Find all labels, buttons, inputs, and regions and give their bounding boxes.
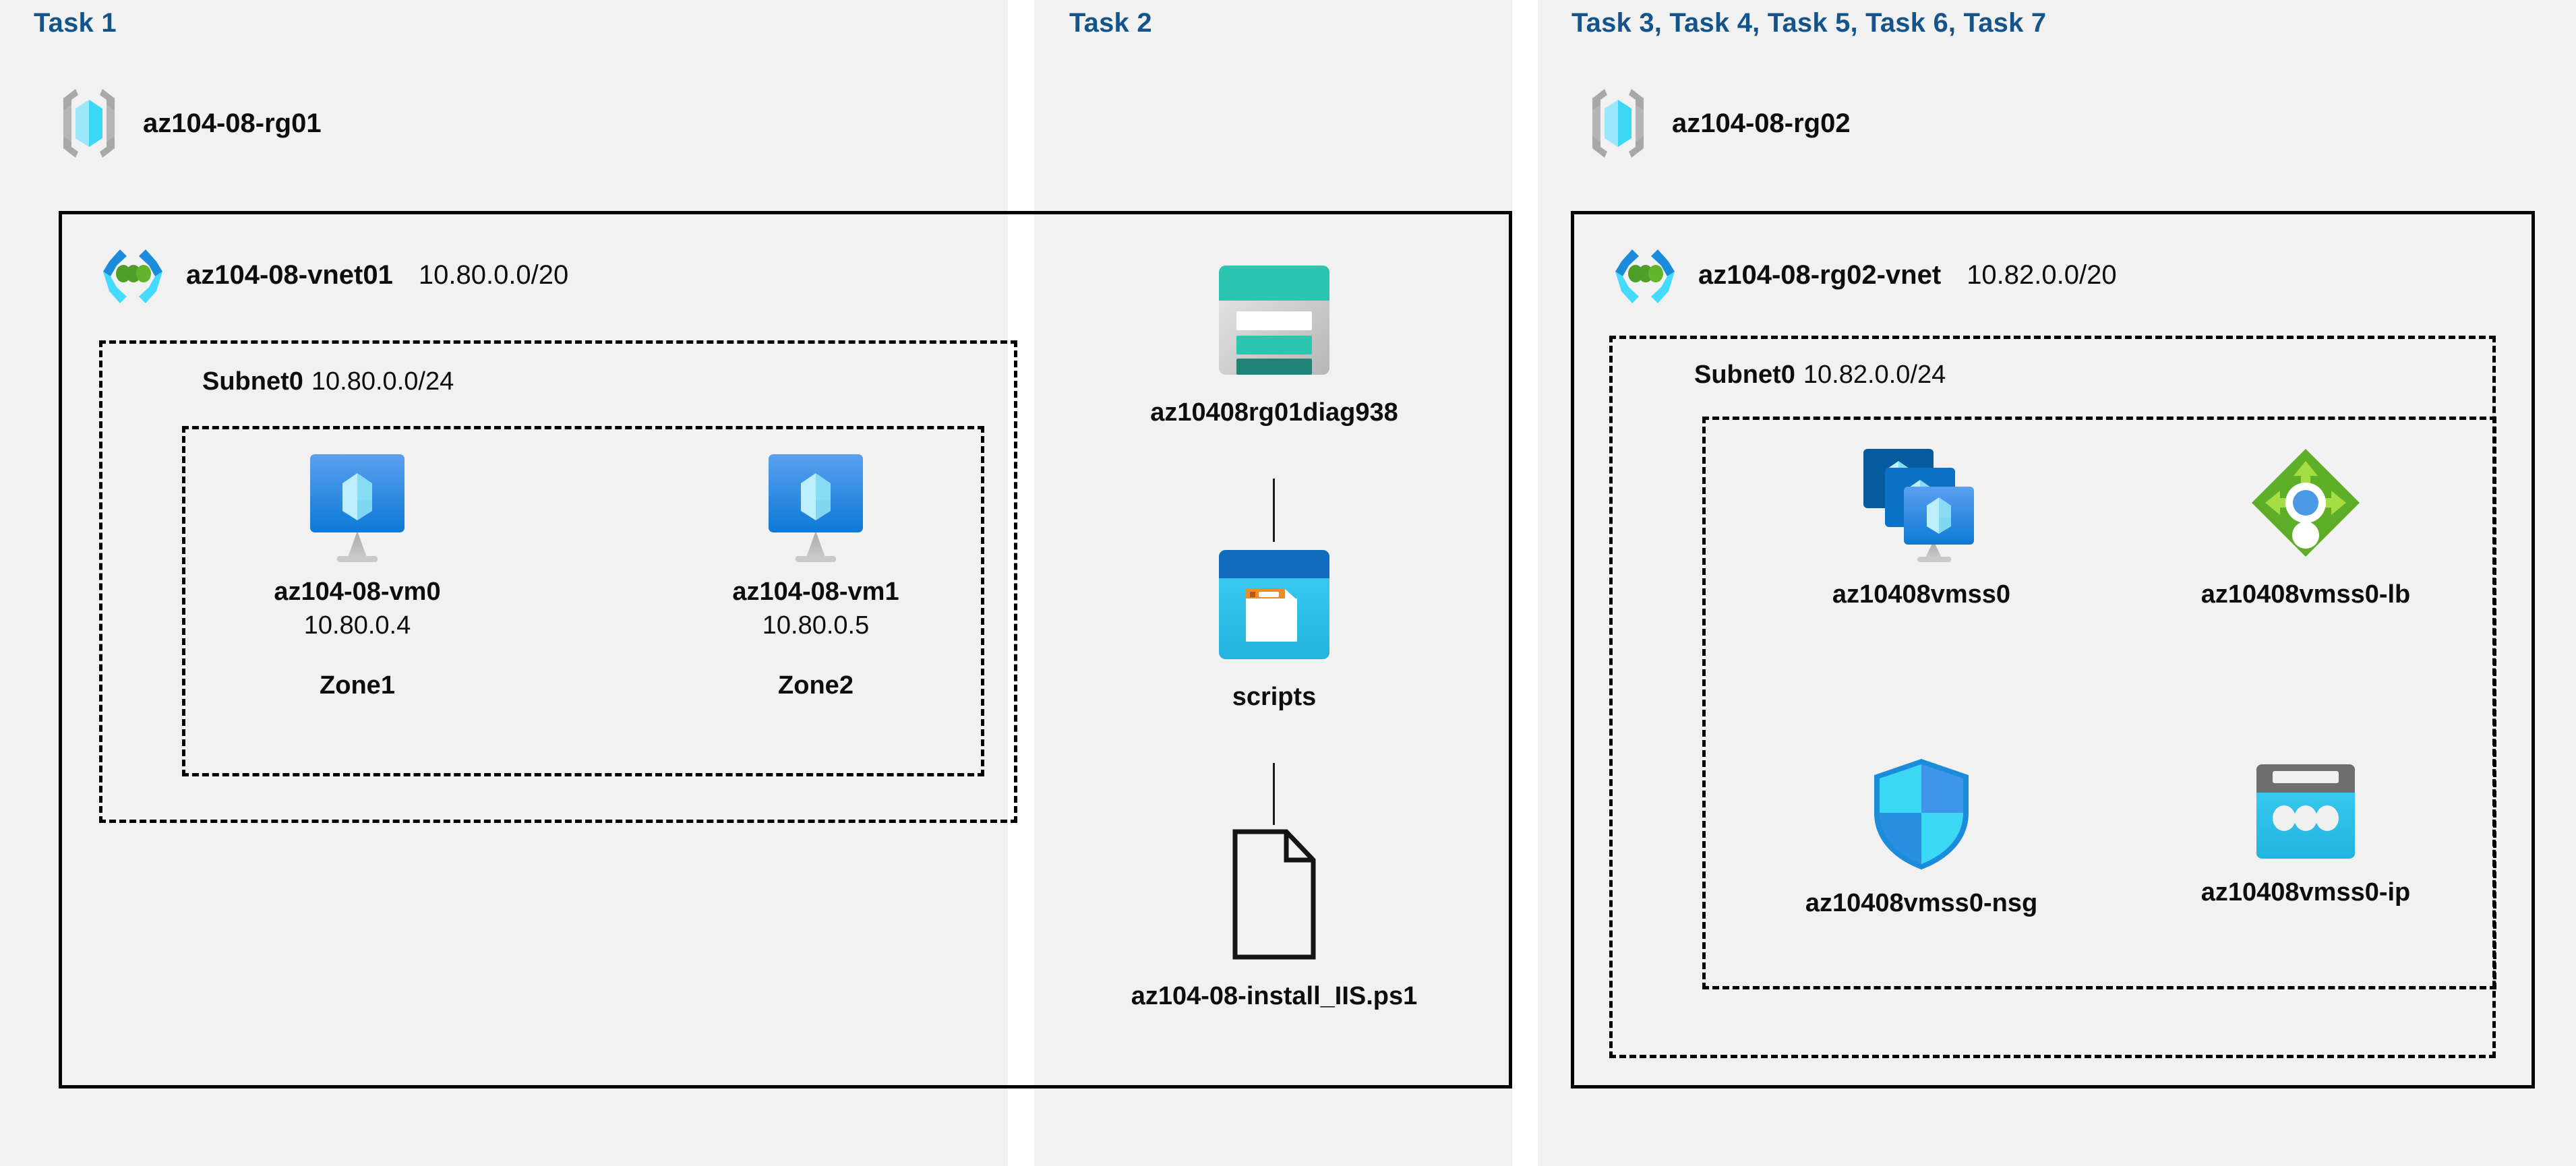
task2-storage-account-name: az10408rg01diag938 [1150,398,1398,427]
task3-subnet-header: Subnet0 10.82.0.0/24 [1694,361,1946,390]
task3-vnet-cidr: 10.82.0.0/20 [1967,259,2117,290]
task1-vm1-ip: 10.80.0.5 [762,611,870,640]
task2-title: Task 2 [1069,8,1152,38]
task3-vnet-header: az104-08-rg02-vnet 10.82.0.0/20 [1608,241,2117,309]
task1-vnet-box [59,211,1512,1088]
task3-resource-group-box [1702,417,2496,989]
panel-task3-background [1538,0,2576,1166]
task3-load-balancer-name: az10408vmss0-lb [2200,580,2411,609]
task3-nsg-name: az10408vmss0-nsg [1805,889,2038,917]
public-ip-address-icon [2252,760,2359,863]
load-balancer-icon [2248,445,2364,565]
task1-vnet-name: az104-08-vnet01 [186,259,393,290]
virtual-network-icon [96,241,170,309]
task3-nsg-node[interactable]: az10408vmss0-nsg [1743,755,2100,919]
task1-vm0-name: az104-08-vm0 [274,578,441,606]
task3-vnet-box [1571,211,2535,1088]
task1-vnet-cidr: 10.80.0.0/20 [418,259,569,290]
vm-scale-set-icon [1862,445,1981,565]
task1-subnet-box [99,340,1017,823]
task3-vmss-node[interactable]: az10408vmss0 [1743,445,2100,610]
task1-vm0-ip: 10.80.0.4 [303,611,411,640]
task1-vnet-header: az104-08-vnet01 10.80.0.0/20 [96,241,568,309]
task2-file-node[interactable]: az104-08-install_IIS.ps1 [1072,828,1476,1012]
task3-subnet-name: Subnet0 [1694,361,1795,389]
virtual-machine-icon [307,452,407,563]
task1-subnet-cidr: 10.80.0.0/24 [311,367,454,396]
task1-vm1-node[interactable]: az104-08-vm1 10.80.0.5 Zone2 [674,452,957,700]
virtual-machine-icon [766,452,866,563]
task1-resource-group-label: az104-08-rg01 [143,108,322,138]
task3-public-ip-name: az10408vmss0-ip [2200,878,2411,907]
task3-resource-group: az104-08-rg02 [1582,86,1851,160]
task3-vmss-name: az10408vmss0 [1832,580,2011,609]
storage-account-icon [1216,263,1332,377]
blob-container-icon [1216,547,1332,662]
task1-subnet-name: Subnet0 [202,367,303,396]
task3-public-ip-node[interactable]: az10408vmss0-ip [2127,760,2484,908]
task1-vm-group-box [182,426,984,776]
network-security-group-icon [1867,755,1975,873]
task2-file-name: az104-08-install_IIS.ps1 [1131,982,1418,1010]
file-icon [1231,828,1317,961]
task1-vm0-zone: Zone1 [320,671,395,700]
task1-vm0-node[interactable]: az104-08-vm0 10.80.0.4 Zone1 [216,452,499,700]
task2-blob-container-node[interactable]: scripts [1072,547,1476,712]
resource-group-icon [1582,86,1654,160]
task1-subnet-header: Subnet0 10.80.0.0/24 [202,367,454,396]
task2-blob-container-name: scripts [1232,683,1317,711]
connector-container-to-file [1273,763,1275,825]
panel-task1-background [0,0,1008,1166]
virtual-network-icon [1608,241,1682,309]
task3-load-balancer-node[interactable]: az10408vmss0-lb [2127,445,2484,610]
task3-resource-group-label: az104-08-rg02 [1672,108,1851,138]
task3-title: Task 3, Task 4, Task 5, Task 6, Task 7 [1571,8,2047,38]
task3-subnet-cidr: 10.82.0.0/24 [1803,361,1946,389]
resource-group-icon [53,86,125,160]
task1-resource-group: az104-08-rg01 [53,86,322,160]
task1-vm1-zone: Zone2 [778,671,853,700]
task1-title: Task 1 [34,8,117,38]
task2-storage-account-node[interactable]: az10408rg01diag938 [1072,263,1476,428]
connector-storage-to-container [1273,479,1275,542]
task3-vnet-name: az104-08-rg02-vnet [1698,259,1942,290]
task1-vm1-name: az104-08-vm1 [732,578,899,606]
